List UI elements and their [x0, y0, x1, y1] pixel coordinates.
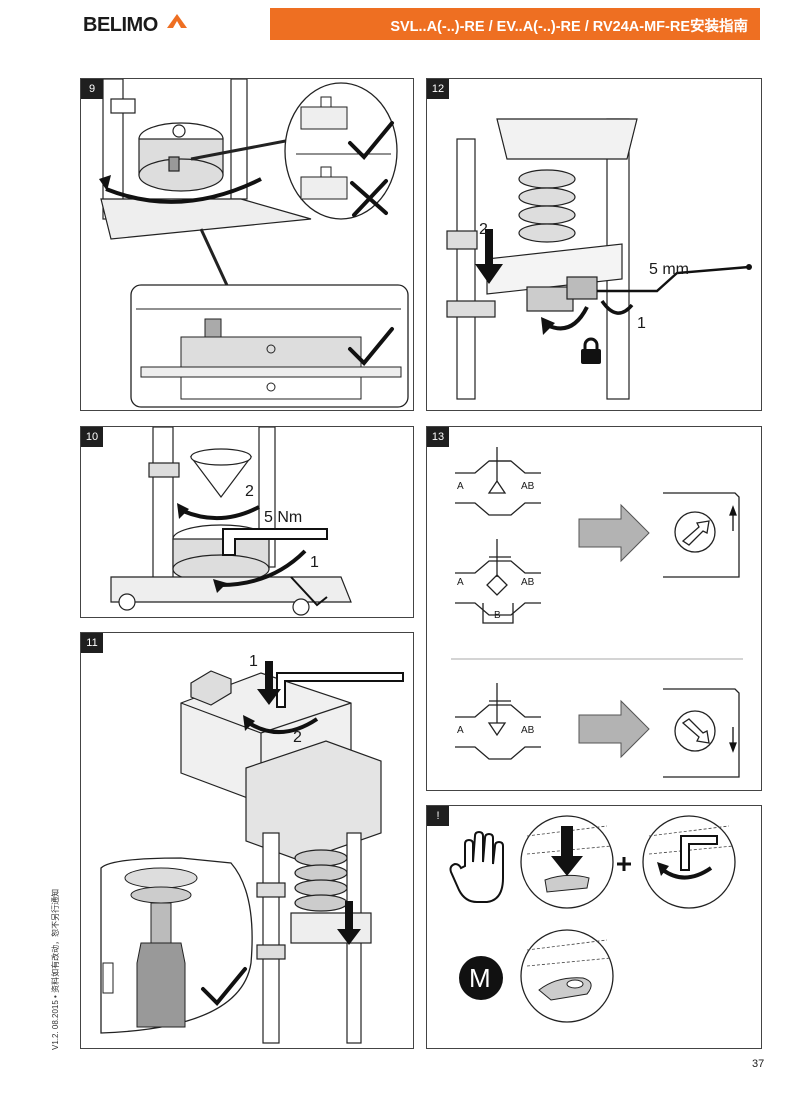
port-a: A — [457, 577, 464, 588]
step-number: 13 — [427, 427, 449, 447]
page-title: SVL..A(-..)-RE / EV..A(-..)-RE / RV24A-M… — [390, 19, 748, 35]
check-icon — [201, 967, 247, 1006]
port-ab: AB — [521, 725, 535, 736]
step-11-illustration — [100, 661, 404, 1044]
right-arrow-icon — [578, 503, 650, 759]
page-number: 37 — [752, 1058, 765, 1070]
torque-label: 5 Nm — [264, 509, 303, 526]
brand-name: BELIMO — [83, 14, 158, 36]
step-panel-9: 9 — [80, 78, 414, 411]
step-9-illustration — [99, 79, 409, 408]
step-number: 9 — [81, 79, 103, 99]
check-icon — [348, 121, 394, 160]
belimo-logo: BELIMO — [83, 12, 193, 46]
port-ab: AB — [521, 577, 535, 588]
step-number: ! — [427, 806, 449, 826]
port-a: A — [457, 481, 464, 492]
callout-2: 2 — [245, 483, 254, 500]
step-number: 12 — [427, 79, 449, 99]
step-panel-11: 11 — [80, 632, 414, 1049]
manual-icon — [459, 956, 503, 1000]
plus-icon — [617, 857, 631, 871]
check-icon — [348, 327, 394, 366]
port-a: A — [457, 725, 464, 736]
hand-stop-icon — [449, 830, 504, 903]
step-panel-caution: ! — [426, 805, 762, 1049]
flame-icon — [167, 14, 187, 28]
version-note: V1.2. 08.2015 • 资料如有改动，恕不另行通知 — [51, 888, 60, 1050]
wrench-size-label: 5 mm — [649, 261, 689, 278]
callout-1: 1 — [310, 554, 319, 571]
caution-illustration — [449, 815, 736, 1023]
callout-1: 1 — [637, 315, 646, 332]
step-number: 10 — [81, 427, 103, 447]
step-13-illustration — [451, 447, 743, 778]
step-panel-12: 12 2 5 mm 1 — [426, 78, 762, 411]
port-b: B — [494, 610, 501, 621]
step-panel-10: 10 2 5 Nm 1 — [80, 426, 414, 618]
callout-2: 2 — [479, 221, 488, 238]
padlock-icon — [581, 337, 601, 364]
step-number: 11 — [81, 633, 103, 653]
step-12-illustration — [446, 118, 752, 400]
callout-1: 1 — [249, 653, 258, 670]
step-panel-13: 13 — [426, 426, 762, 791]
header-band: SVL..A(-..)-RE / EV..A(-..)-RE / RV24A-M… — [270, 8, 760, 40]
port-ab: AB — [521, 481, 535, 492]
cross-icon — [350, 179, 388, 217]
step-10-illustration — [110, 427, 352, 616]
callout-2: 2 — [293, 729, 302, 746]
manual-label: M — [469, 963, 491, 993]
